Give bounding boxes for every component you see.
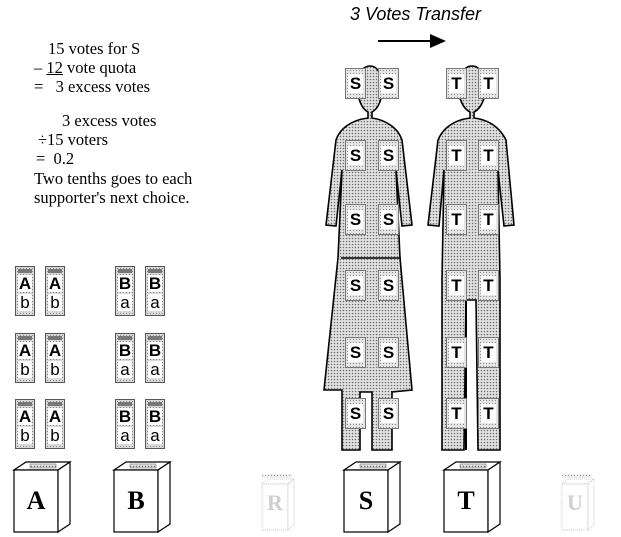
ballot-box-t [442, 460, 502, 534]
ballot-box-r [260, 474, 296, 531]
figure-t-tag: T [446, 270, 467, 301]
calc-line-2: – 12 vote quota [34, 59, 136, 77]
figure-s-tag: S [378, 204, 399, 235]
figure-s-tag: S [378, 68, 399, 99]
calc-quota-number: 12 [46, 58, 63, 77]
ballot-box-a [12, 460, 72, 534]
box-label-r: R [267, 490, 283, 515]
ballot-box-b [112, 460, 172, 534]
calc-line-7: Two tenths goes to each [34, 169, 193, 188]
figure-t-tag: T [478, 204, 499, 235]
figure-t-tag: T [478, 140, 499, 171]
box-label-u: U [567, 490, 583, 515]
figure-s-tag: S [378, 270, 399, 301]
ballot-box-u [560, 474, 596, 531]
figure-s-tag: S [378, 140, 399, 171]
figure-s-tag: S [378, 337, 399, 368]
box-label-s: S [358, 486, 374, 515]
figure-s-tag: S [345, 204, 366, 235]
calc-line-4: 3 excess votes [62, 111, 157, 130]
transfer-arrow [378, 34, 446, 48]
figure-t-tag: T [446, 140, 467, 171]
figure-s-tag: S [378, 398, 399, 429]
figure-t-tag: T [446, 204, 467, 235]
figure-t-tag: T [478, 270, 499, 301]
box-label-b: B [127, 486, 145, 515]
figure-t-tag: T [446, 68, 467, 99]
figure-t [427, 65, 515, 451]
figure-s-tag: S [345, 337, 366, 368]
figure-s-tag: S [345, 140, 366, 171]
figure-t-tag: T [446, 398, 467, 429]
calc-line-5: ÷15 voters [38, 130, 109, 149]
calc-minus: – [34, 58, 47, 77]
figure-t-tag: T [446, 337, 467, 368]
figure-s [323, 65, 413, 451]
figure-t-tag: T [478, 398, 499, 429]
figure-s-tag: S [345, 398, 366, 429]
calc-line-1: 15 votes for S [48, 39, 141, 58]
figure-s-tag: S [345, 270, 366, 301]
ballot-boxes [12, 460, 596, 534]
calc-line-8: supporter's next choice. [34, 188, 190, 207]
calc-line-6: = 0.2 [36, 149, 75, 168]
figure-s-tag: S [345, 68, 366, 99]
box-label-a: A [26, 486, 46, 515]
figure-t-tag: T [478, 68, 499, 99]
box-label-t: T [457, 486, 475, 515]
calc-quota-label: vote quota [62, 58, 137, 77]
figure-t-tag: T [478, 337, 499, 368]
calc-line-3: = 3 excess votes [34, 77, 151, 96]
ballot-box-s [342, 460, 402, 534]
diagram-title: 3 Votes Transfer [350, 4, 482, 24]
